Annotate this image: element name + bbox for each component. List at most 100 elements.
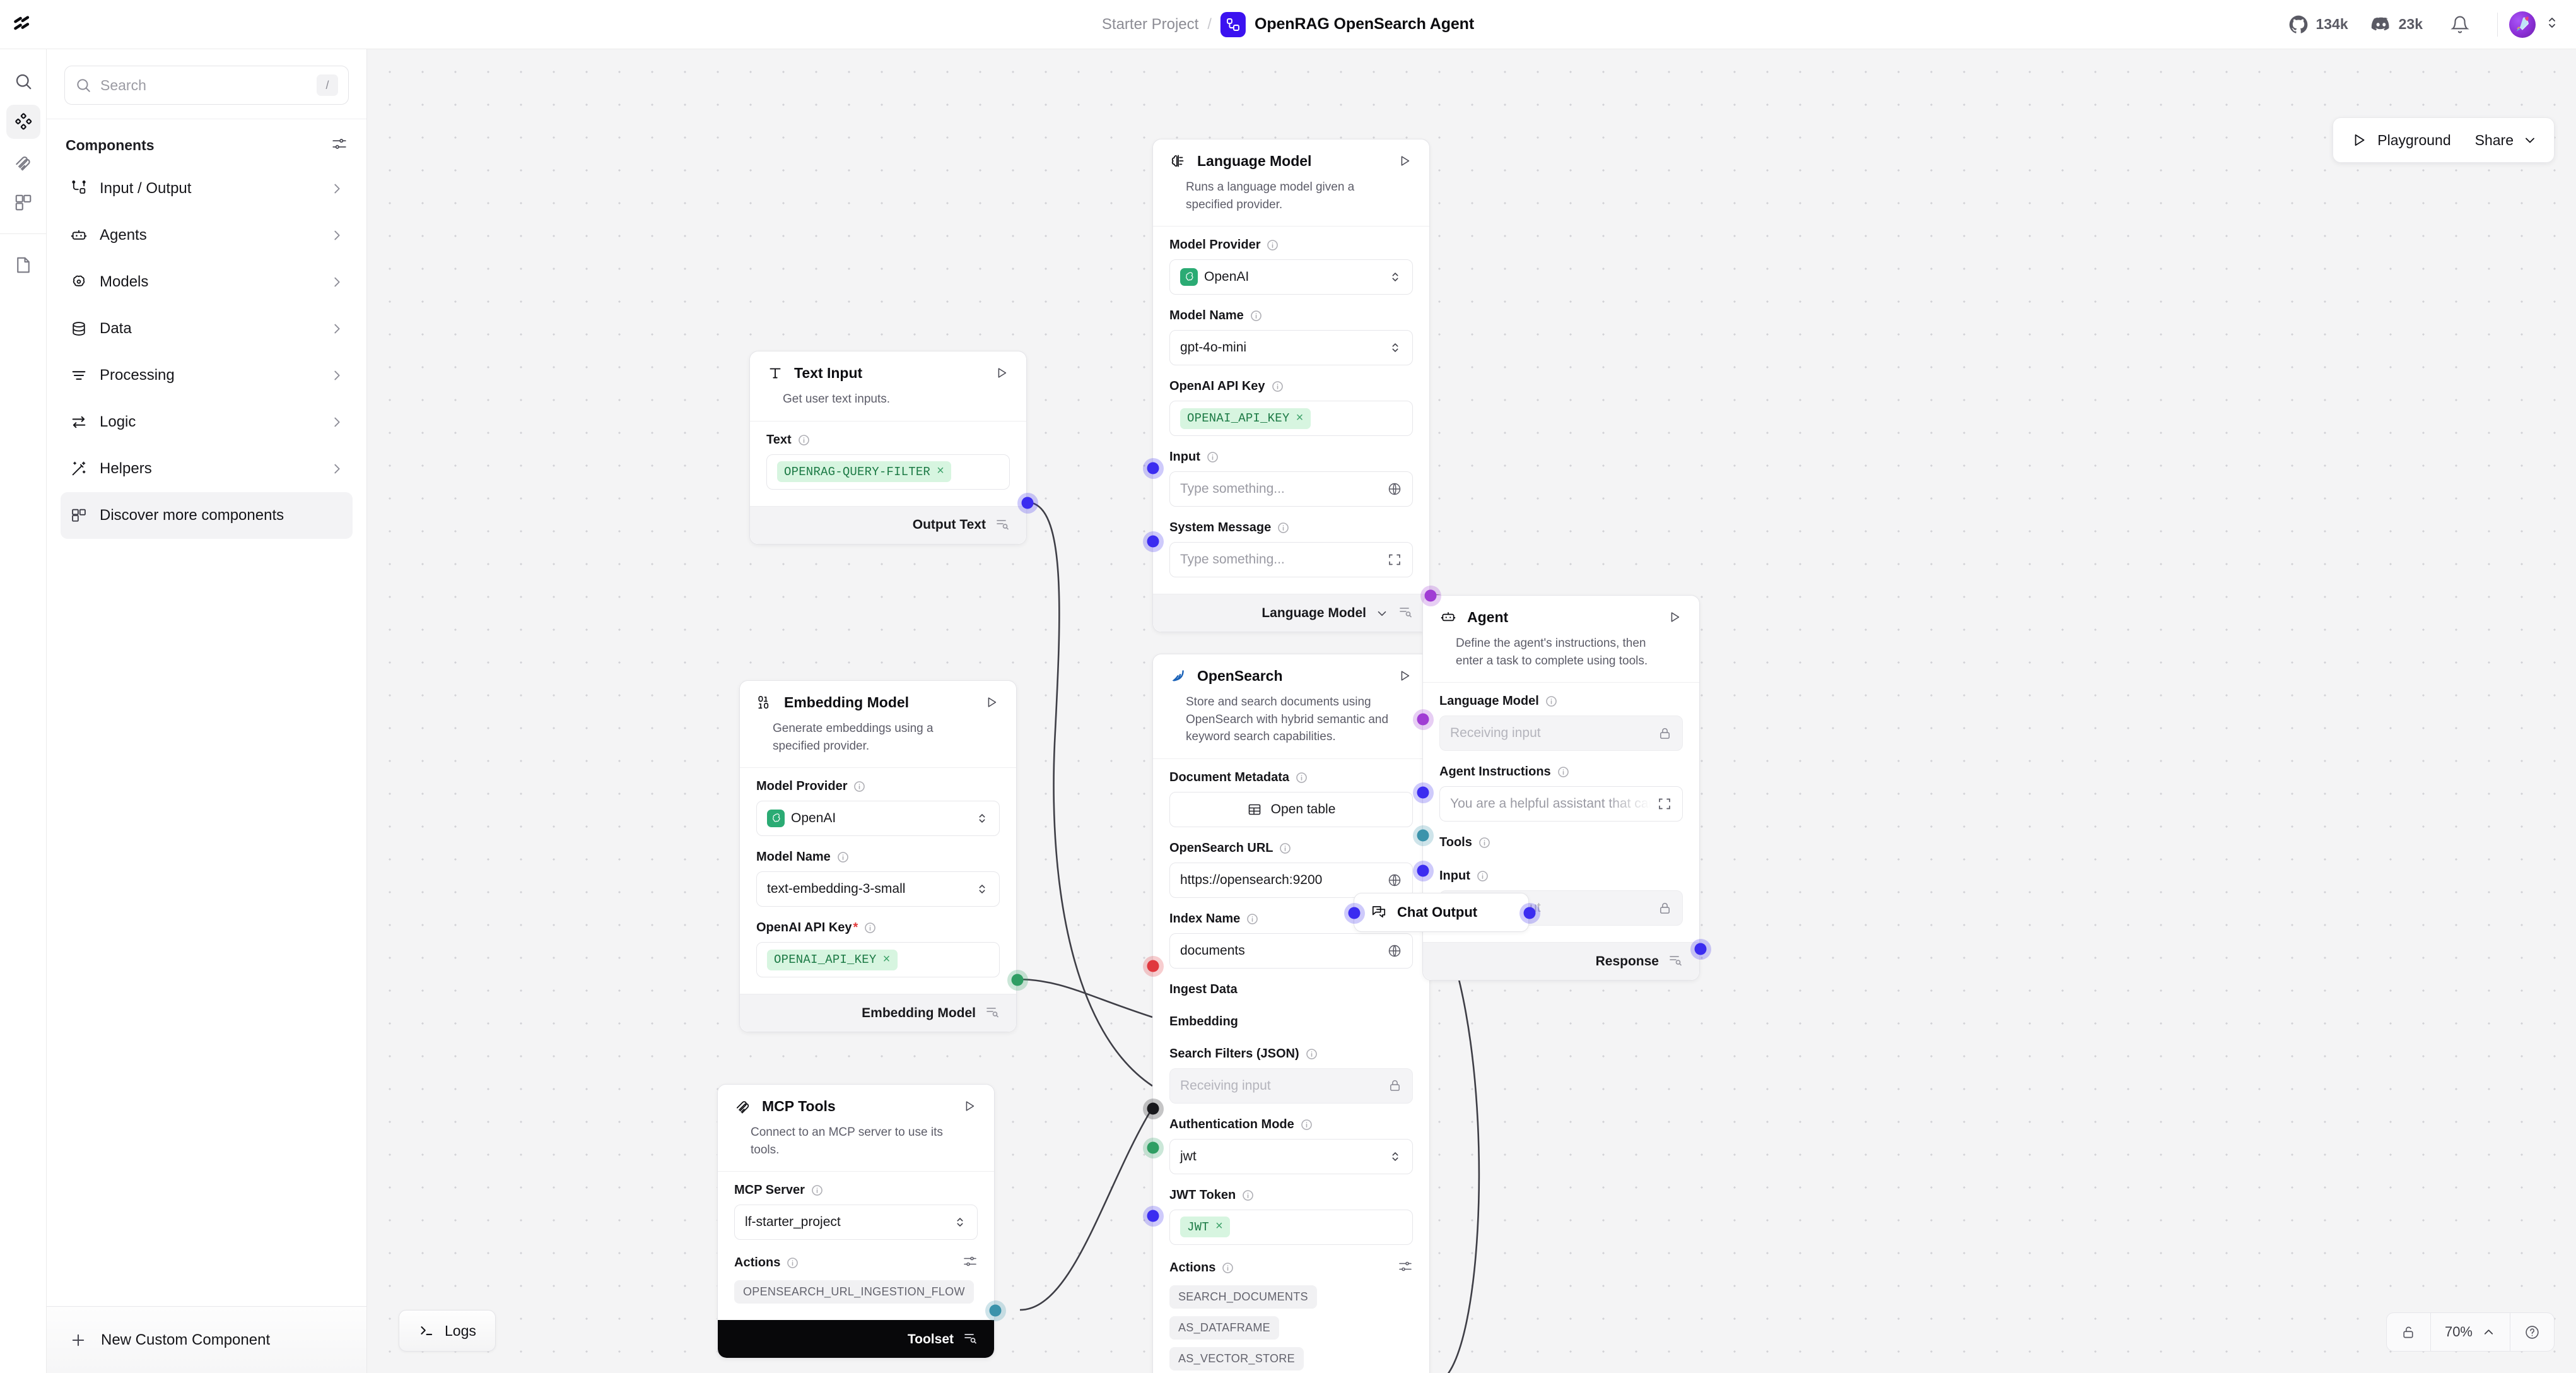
model-provider-select[interactable]: OpenAI xyxy=(756,801,1000,837)
open-table-button[interactable]: Open table xyxy=(1169,791,1413,827)
handle-input[interactable] xyxy=(1147,462,1159,474)
output-list-icon[interactable] xyxy=(1398,604,1413,622)
remove-icon[interactable]: × xyxy=(1215,1220,1224,1235)
output-list-icon[interactable] xyxy=(1668,952,1683,970)
action-chip[interactable]: AS_VECTOR_STORE xyxy=(1169,1346,1304,1370)
action-chip[interactable]: OPENSEARCH_URL_INGESTION_FLOW xyxy=(734,1280,974,1304)
variable-pill[interactable]: OPENAI_API_KEY × xyxy=(767,949,898,970)
search-input[interactable]: Search / xyxy=(64,66,349,105)
sliders-icon[interactable] xyxy=(1398,1259,1413,1277)
rail-search-button[interactable] xyxy=(6,64,40,98)
node-text-input[interactable]: Text Input Get user text inputs. Text xyxy=(749,351,1034,545)
handle-search-filters[interactable] xyxy=(1147,1210,1159,1222)
info-icon[interactable] xyxy=(1267,239,1279,251)
node-mcp-tools[interactable]: MCP Tools Connect to an MCP server to us… xyxy=(717,1084,1002,1359)
avatar[interactable] xyxy=(2509,11,2536,38)
remove-icon[interactable]: × xyxy=(1296,411,1304,426)
jwt-token-field[interactable]: JWT × xyxy=(1169,1209,1413,1245)
zoom-level-button[interactable]: 70% xyxy=(2431,1313,2510,1351)
rail-blocks-button[interactable] xyxy=(6,186,40,220)
flow-canvas[interactable]: Text Input Get user text inputs. Text xyxy=(367,49,2576,1373)
breadcrumb-project[interactable]: Starter Project xyxy=(1101,15,1199,33)
variable-pill[interactable]: OPENRAG-QUERY-FILTER × xyxy=(777,461,952,483)
chevron-down-icon[interactable] xyxy=(1375,606,1389,620)
lock-toggle-button[interactable] xyxy=(2387,1313,2430,1351)
playground-button[interactable]: Playground xyxy=(2333,132,2468,149)
rail-mcp-button[interactable] xyxy=(6,145,40,179)
help-button[interactable] xyxy=(2510,1313,2554,1351)
sidebar-item-processing[interactable]: Processing xyxy=(61,352,353,399)
handle-agent-input[interactable] xyxy=(1417,864,1429,877)
notifications-button[interactable] xyxy=(2434,15,2486,34)
sidebar-item-agents[interactable]: Agents xyxy=(61,212,353,259)
info-icon[interactable] xyxy=(787,1257,799,1269)
info-icon[interactable] xyxy=(1272,380,1284,392)
input-field[interactable]: Type something... xyxy=(1169,471,1413,507)
rail-file-button[interactable] xyxy=(6,248,40,282)
handle-chat-output-input[interactable] xyxy=(1348,907,1361,919)
app-logo[interactable] xyxy=(0,14,47,35)
node-chat-output[interactable]: Chat Output xyxy=(1348,893,1536,932)
info-icon[interactable] xyxy=(1478,837,1490,849)
handle-language-model-output[interactable] xyxy=(1424,589,1437,602)
sliders-icon[interactable] xyxy=(331,136,348,155)
output-list-icon[interactable] xyxy=(985,1004,1000,1022)
github-stat[interactable]: 134k xyxy=(2278,15,2359,34)
index-name-input[interactable]: documents xyxy=(1169,933,1413,969)
output-list-icon[interactable] xyxy=(963,1330,978,1348)
play-icon[interactable] xyxy=(961,1099,978,1113)
info-icon[interactable] xyxy=(853,781,865,793)
info-icon[interactable] xyxy=(1545,695,1557,707)
remove-icon[interactable]: × xyxy=(937,464,945,480)
openai-api-key-field[interactable]: OPENAI_API_KEY × xyxy=(1169,401,1413,437)
info-icon[interactable] xyxy=(1246,913,1258,925)
handle-response-output[interactable] xyxy=(1694,943,1707,955)
action-chip[interactable]: SEARCH_DOCUMENTS xyxy=(1169,1285,1317,1309)
sidebar-item-data[interactable]: Data xyxy=(61,305,353,352)
info-icon[interactable] xyxy=(1279,842,1291,854)
new-custom-component-button[interactable]: New Custom Component xyxy=(47,1306,366,1373)
globe-icon[interactable] xyxy=(1387,943,1402,958)
discord-stat[interactable]: 23k xyxy=(2360,15,2434,35)
play-icon[interactable] xyxy=(983,695,1000,709)
node-embedding-model[interactable]: Embedding Model Generate embeddings usin… xyxy=(739,680,1024,1033)
sidebar-item-logic[interactable]: Logic xyxy=(61,399,353,445)
info-icon[interactable] xyxy=(1557,766,1569,778)
info-icon[interactable] xyxy=(1306,1048,1318,1060)
sliders-icon[interactable] xyxy=(963,1254,978,1272)
sidebar-item-discover-more[interactable]: Discover more components xyxy=(61,492,353,539)
info-icon[interactable] xyxy=(1301,1119,1313,1131)
handle-output-text[interactable] xyxy=(1021,497,1034,509)
sidebar-item-helpers[interactable]: Helpers xyxy=(61,445,353,492)
play-icon[interactable] xyxy=(1396,669,1413,683)
info-icon[interactable] xyxy=(1296,772,1308,784)
authentication-mode-select[interactable]: jwt xyxy=(1169,1138,1413,1174)
info-icon[interactable] xyxy=(811,1184,823,1196)
info-icon[interactable] xyxy=(1250,310,1262,322)
output-list-icon[interactable] xyxy=(995,516,1010,534)
account-chevron-icon[interactable] xyxy=(2544,15,2560,33)
openai-api-key-field[interactable]: OPENAI_API_KEY × xyxy=(756,942,1000,978)
remove-icon[interactable]: × xyxy=(882,952,891,967)
node-language-model[interactable]: Language Model Runs a language model giv… xyxy=(1147,139,1437,633)
variable-pill[interactable]: JWT × xyxy=(1180,1217,1231,1238)
model-provider-select[interactable]: OpenAI xyxy=(1169,259,1413,295)
share-button[interactable]: Share xyxy=(2469,132,2554,149)
sidebar-item-input-output[interactable]: Input / Output xyxy=(61,165,353,212)
variable-pill[interactable]: OPENAI_API_KEY × xyxy=(1180,408,1311,429)
info-icon[interactable] xyxy=(798,434,810,446)
sidebar-item-models[interactable]: Models xyxy=(61,259,353,305)
play-icon[interactable] xyxy=(1666,610,1683,624)
info-icon[interactable] xyxy=(1207,451,1219,463)
agent-instructions-input[interactable]: You are a helpful assistant that can xyxy=(1439,786,1683,822)
info-icon[interactable] xyxy=(837,851,849,863)
globe-icon[interactable] xyxy=(1387,481,1402,497)
globe-icon[interactable] xyxy=(1387,873,1402,888)
play-icon[interactable] xyxy=(993,366,1010,380)
model-name-select[interactable]: gpt-4o-mini xyxy=(1169,330,1413,366)
mcp-server-select[interactable]: lf-starter_project xyxy=(734,1205,978,1240)
info-icon[interactable] xyxy=(1477,870,1489,882)
handle-language-model-input[interactable] xyxy=(1417,713,1429,726)
handle-ingest-data[interactable] xyxy=(1147,1102,1159,1115)
handle-tools-input[interactable] xyxy=(1417,829,1429,842)
